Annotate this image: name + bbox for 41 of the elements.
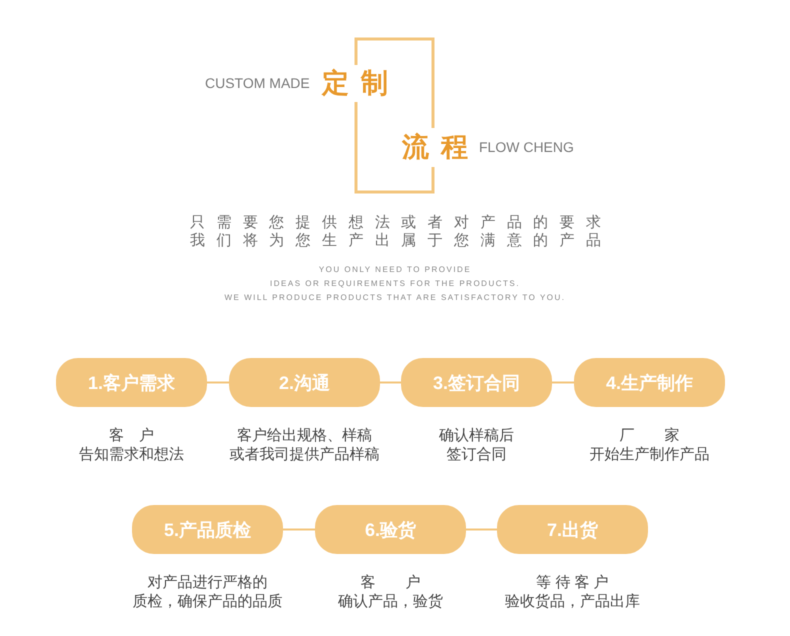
intro-english-line: WE WILL PRODUCE PRODUCTS THAT ARE SATISFACTORY TO YOU. (224, 293, 566, 303)
step-pill (56, 358, 207, 407)
step-description: 开始生产制作产品 (590, 445, 710, 464)
step-title: 3.签订合同 (432, 372, 520, 394)
intro-english-line: IDEAS OR REQUIREMENTS FOR THE PRODUCTS. (270, 279, 520, 289)
step-pill (229, 358, 380, 407)
connector-line (283, 528, 315, 530)
step-description: 确认样稿后 (439, 426, 514, 445)
step-description: 确认产品，验货 (338, 592, 443, 611)
subtitle-text: CUSTOM MADE (205, 75, 310, 92)
intro-paragraph: 只需要您提供想法或者对产品的要求我们将为您生产出属于您满意的产品 (190, 214, 614, 250)
step-pill (497, 505, 648, 554)
step-title: 6.验货 (364, 518, 416, 540)
step-title: 7.出货 (546, 518, 598, 540)
step-pill (132, 505, 283, 554)
connector-line (552, 382, 574, 384)
step-description: 等 待 客 户 (536, 573, 609, 592)
step-description: 客 户 (360, 573, 420, 592)
step-description: 或者我司提供产品样稿 (230, 445, 380, 464)
title-text: 流程 (402, 131, 468, 164)
step-pill (401, 358, 552, 407)
step-title: 4.生产制作 (606, 372, 693, 394)
step-description: 签订合同 (446, 445, 506, 464)
connector-line (466, 528, 497, 530)
step-description: 告知需求和想法 (79, 445, 184, 464)
step-pill (574, 358, 725, 407)
step-description: 对产品进行严格的 (148, 573, 268, 592)
step-description: 厂 家 (620, 426, 680, 445)
connector-line (380, 382, 401, 384)
step-description: 质检，确保产品的品质 (132, 592, 282, 611)
step-title: 5.产品质检 (164, 518, 251, 540)
step-title: 2.沟通 (278, 372, 330, 394)
step-description: 客 户 (109, 426, 154, 445)
step-description: 验收货品，产品出库 (505, 592, 640, 611)
title-text: 定制 (322, 67, 388, 100)
step-pill (315, 505, 466, 554)
subtitle-text: FLOW CHENG (479, 139, 574, 156)
intro-english-line: YOU ONLY NEED TO PROVIDE (318, 265, 472, 275)
step-title: 1.客户需求 (88, 372, 175, 394)
step-description: 客户给出规格、样稿 (237, 426, 372, 445)
connector-line (207, 382, 229, 384)
